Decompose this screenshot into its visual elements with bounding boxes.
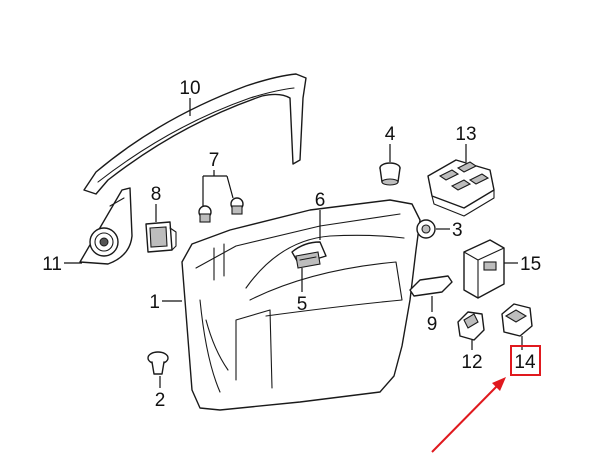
callout-14: 14	[514, 352, 536, 373]
part-11-mirror-trim	[79, 187, 133, 265]
callout-9: 9	[427, 314, 438, 335]
leader-lines	[64, 98, 523, 388]
part-5-inner-handle	[295, 251, 321, 269]
callout-10: 10	[179, 78, 200, 99]
part-9-trim-strip	[409, 275, 453, 297]
callout-15: 15	[520, 254, 541, 275]
callout-6: 6	[315, 190, 326, 211]
part-2-push-clip	[147, 351, 169, 375]
callout-3: 3	[452, 220, 463, 241]
part-1-door-trim-panel	[181, 199, 421, 411]
callout-1: 1	[149, 292, 160, 313]
callout-4: 4	[385, 124, 396, 145]
part-15-control-module	[463, 239, 505, 299]
leader-7	[202, 170, 234, 206]
highlight-arrowhead	[492, 377, 506, 391]
part-14-switch	[501, 303, 533, 337]
callout-2: 2	[155, 390, 166, 411]
part-13-window-switch	[427, 159, 495, 217]
callout-11: 11	[42, 254, 62, 275]
part-12-switch	[457, 311, 485, 341]
part-3-washer	[416, 219, 436, 239]
callout-7: 7	[209, 150, 220, 171]
highlight-callout-14	[431, 345, 541, 453]
callout-12: 12	[461, 352, 482, 373]
callout-5: 5	[297, 294, 308, 315]
callout-8: 8	[151, 184, 162, 205]
callout-13: 13	[455, 124, 476, 145]
part-4-grommet	[379, 162, 401, 186]
part-10-window-run	[83, 73, 307, 195]
highlight-box	[510, 345, 541, 376]
part-8-clip	[145, 221, 177, 253]
highlight-arrow	[431, 382, 501, 453]
part-7-screws	[198, 197, 244, 223]
callout-labels: 10 11 8 7 6 5 1 2 4 13 3 15 9 12 14	[42, 78, 541, 411]
